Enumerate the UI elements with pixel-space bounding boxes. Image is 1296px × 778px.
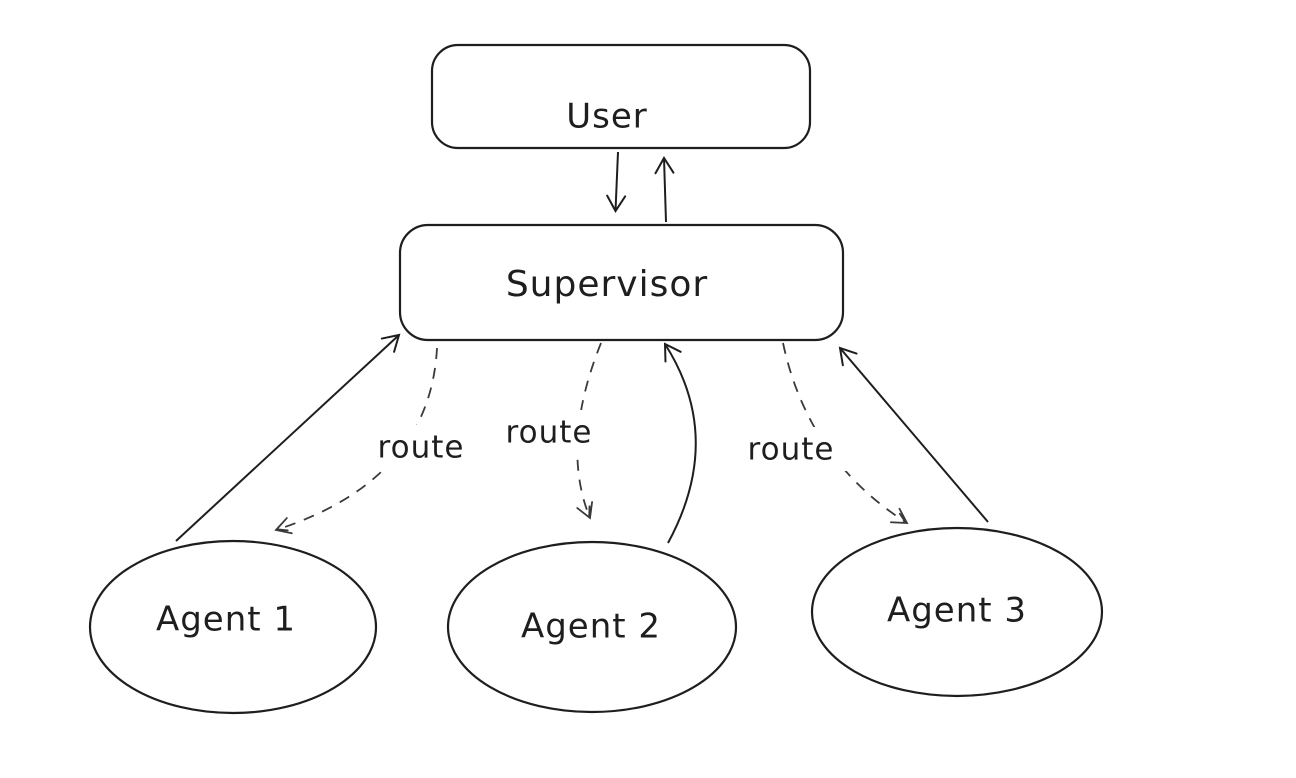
- edge-supervisor-to-agent2-route: [576, 342, 602, 520]
- agent1-node: [88, 539, 378, 715]
- edges-group: [175, 151, 989, 544]
- edge-supervisor-to-agent3-route: [782, 342, 909, 524]
- agent1-node-label: Agent 1: [156, 600, 296, 640]
- user-node: [430, 43, 812, 150]
- agent2-node-label: Agent 2: [521, 607, 661, 647]
- route2-edge-label: route: [506, 415, 593, 451]
- edge-agent2-to-supervisor: [663, 342, 697, 544]
- route3-edge-label: route: [748, 432, 835, 468]
- edge-supervisor-to-user: [654, 156, 675, 223]
- route2-label-mask: [491, 410, 607, 454]
- route1-edge-label: route: [378, 430, 465, 466]
- edge-agent3-to-supervisor: [838, 346, 989, 523]
- edge-labels-group: route route route: [363, 410, 849, 471]
- supervisor-node-label: Supervisor: [506, 264, 708, 305]
- route1-label-mask: [363, 425, 479, 469]
- edge-agent1-to-supervisor: [175, 333, 401, 542]
- supervisor-node: [398, 223, 845, 342]
- user-node-label: User: [566, 97, 648, 137]
- edge-user-to-supervisor: [606, 151, 627, 213]
- agent3-node: [810, 526, 1104, 698]
- nodes-group: User Supervisor Agent 1 Agent 2 Agent 3: [88, 43, 1104, 715]
- agent2-node: [446, 540, 738, 714]
- agent3-node-label: Agent 3: [887, 591, 1027, 631]
- route3-label-mask: [733, 427, 849, 471]
